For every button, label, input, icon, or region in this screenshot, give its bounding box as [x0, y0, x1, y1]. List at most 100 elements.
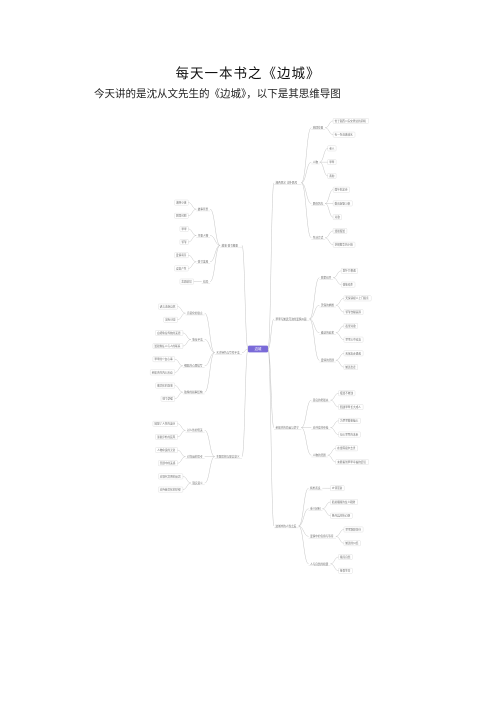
connector-line: [177, 306, 186, 314]
connector-line: [325, 120, 334, 128]
subtopic-node: 象征手法: [190, 337, 205, 342]
svg-text:纯朴善良: 纯朴善良: [310, 486, 321, 490]
subtopic-node: 天保的求婚: [319, 303, 336, 308]
subtopic-node: 故事背景: [196, 207, 211, 212]
svg-text:故事背景: 故事背景: [198, 207, 209, 211]
subtopic-node: 情节发展: [196, 260, 211, 264]
svg-text:人物命运的无常: 人物命运的无常: [157, 448, 176, 452]
subtopic-node: 主要人物: [196, 233, 211, 238]
leaf-node: 展现了人性的美好: [152, 420, 178, 427]
subtopic-node: 情窦初开: [319, 276, 334, 280]
svg-text:端午节相遇: 端午节相遇: [343, 269, 356, 273]
svg-text:对人性的赞美: 对人性的赞美: [187, 428, 203, 432]
leaf-node: 为翠翠婚事操心: [338, 417, 361, 424]
svg-text:湘西风光 淳朴民风: 湘西风光 淳朴民风: [276, 181, 298, 185]
svg-text:边城中的人性之美: 边城中的人性之美: [276, 524, 297, 528]
leaf-node: 湘西小镇: [174, 199, 189, 206]
branch-right-3: 老船夫的命运与坚守: [274, 426, 302, 430]
connector-line: [333, 277, 342, 285]
connector-line: [333, 270, 342, 278]
connector-line: [182, 476, 191, 484]
subtopic-node: 人物的悲剧: [311, 453, 328, 458]
connector-line: [204, 339, 215, 353]
leaf-node: 夜里对歌: [343, 323, 358, 329]
svg-text:爱情萌芽: 爱情萌芽: [176, 253, 187, 257]
svg-text:傩送的追求: 傩送的追求: [321, 331, 334, 335]
connector-line: [309, 318, 320, 361]
connector-line: [298, 525, 309, 537]
leaf-node: 情节舒缓: [160, 395, 176, 402]
subtopic-node: 结局: [201, 279, 211, 284]
leaf-node: 悲剧中的美感: [158, 460, 178, 467]
svg-text:翠翠心中欢喜: 翠翠心中欢喜: [345, 338, 361, 342]
connector-line: [335, 332, 344, 340]
svg-text:茶峒繁华的小镇: 茶峒繁华的小镇: [335, 243, 354, 247]
leaf-node: 语言清新自然: [158, 303, 178, 310]
connector-line: [182, 482, 191, 490]
svg-text:情窦初开: 情窦初开: [321, 276, 332, 280]
leaf-node: 位于湘西川东交界处的茶峒: [332, 118, 369, 124]
connector-line: [267, 182, 275, 350]
svg-text:老人: 老人: [329, 146, 335, 150]
leaf-node: 渡船摆渡: [332, 228, 348, 234]
connector-line: [209, 208, 221, 246]
svg-text:情节发展: 情节发展: [198, 260, 209, 264]
connector-line: [174, 359, 183, 367]
subtopic-node: 人与自然的和谐: [308, 562, 331, 566]
svg-text:故事 情节概要: 故事 情节概要: [222, 243, 239, 247]
svg-text:老船夫的命运与坚守: 老船夫的命运与坚守: [276, 426, 300, 430]
svg-text:天保请媒人上门提亲: 天保请媒人上门提亲: [345, 296, 369, 300]
subtopic-node: 纯朴善良: [308, 486, 323, 491]
connector-line: [309, 277, 320, 320]
svg-text:展现了人性的美好: 展现了人性的美好: [154, 422, 175, 426]
connector-line: [209, 245, 221, 282]
leaf-node: 婚丧嫁娶习俗: [332, 200, 353, 207]
svg-text:乡邻互助: 乡邻互助: [332, 486, 343, 490]
svg-text:船总顺顺的仗义疏财: 船总顺顺的仗义疏财: [332, 500, 356, 504]
svg-text:婚丧嫁娶习俗: 婚丧嫁娶习俗: [335, 201, 351, 205]
leaf-node: 民国时期: [174, 212, 189, 219]
svg-text:在雷雨夜中去世: 在雷雨夜中去世: [337, 446, 356, 450]
leaf-node: 讴歌淳朴的民风: [155, 434, 178, 440]
connector-line: [298, 508, 309, 527]
branch-right-4: 边城中的人性之美: [274, 524, 299, 529]
svg-text:讴歌淳朴的民风: 讴歌淳朴的民风: [157, 435, 176, 439]
svg-text:黄狗: 黄狗: [329, 174, 335, 178]
svg-text:担心翠翠的未来: 担心翠翠的未来: [340, 432, 359, 436]
leaf-node: 茶峒繁华的小镇: [332, 241, 356, 248]
svg-text:敬畏生命: 敬畏生命: [340, 569, 351, 573]
svg-text:人与自然的和谐: 人与自然的和谐: [310, 562, 329, 566]
subtopic-node: 现实意义: [190, 481, 205, 485]
leaf-node: 老船夫的内心活动: [149, 369, 175, 376]
connector-line: [298, 525, 309, 565]
leaf-node: 乡邻互助: [330, 485, 345, 491]
leaf-node: 爱情萌芽: [174, 252, 189, 259]
leaf-node: 杨马兵的热心肠: [330, 512, 353, 519]
leaf-node: 悲剧结局: [179, 278, 194, 285]
leaf-node: 照顾翠翠长大成人: [338, 404, 364, 410]
svg-text:民俗风光: 民俗风光: [313, 201, 324, 205]
connector-line: [204, 430, 215, 457]
connector-line: [204, 456, 215, 484]
subtopic-node: 诗意化的语言: [185, 311, 205, 316]
connector-line: [330, 563, 339, 571]
leaf-node: 担心翠翠的未来: [338, 431, 361, 438]
subtopic-node: 地理位置: [311, 126, 326, 130]
connector-line: [241, 245, 249, 350]
svg-text:翠翠: 翠翠: [329, 160, 335, 164]
svg-text:翠翠: 翠翠: [181, 227, 187, 231]
svg-text:独特的叙事结构: 独特的叙事结构: [184, 390, 203, 394]
svg-text:情愫暗生: 情愫暗生: [343, 282, 354, 286]
connector-line: [335, 536, 344, 544]
connector-line: [325, 203, 334, 218]
leaf-node: 翠翠心中欢喜: [343, 336, 364, 343]
subtopic-node: 对人性的赞美: [185, 428, 205, 433]
connector-line: [188, 228, 197, 236]
leaf-node: 天保请媒人上门提亲: [343, 295, 372, 302]
leaf-node: 爷爷含糊其辞: [343, 309, 364, 315]
svg-text:诗意化的语言: 诗意化的语言: [187, 311, 203, 315]
leaf-node: 端午节相遇: [341, 268, 358, 274]
connector-line: [177, 312, 186, 320]
connector-line: [330, 427, 339, 435]
svg-text:位于湘西川东交界处的茶峒: 位于湘西川东交界处的茶峒: [335, 119, 367, 123]
